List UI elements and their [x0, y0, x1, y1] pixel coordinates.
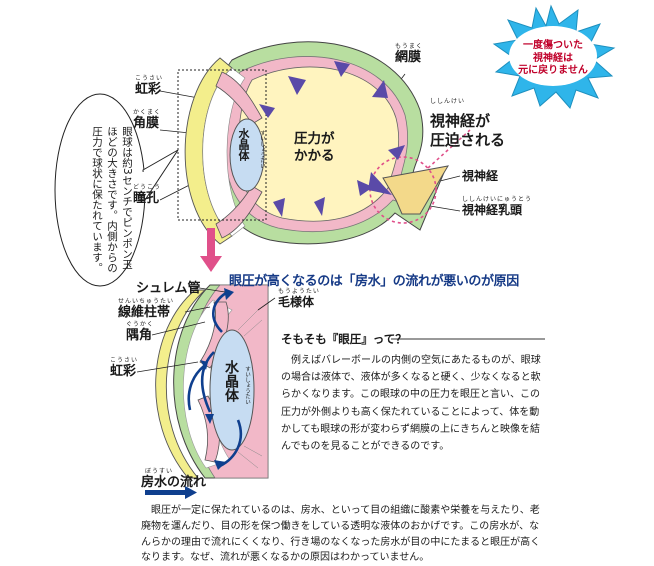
label-mouyoutai: もうようたい 毛様体: [278, 288, 320, 309]
ruby-suishoutai-top: すいしょうたい: [259, 130, 265, 169]
badge-line3: 元に戻りません: [518, 65, 588, 76]
ruby-kosai-bottom: こうさい: [110, 357, 139, 364]
label-doukou: どうこう 瞳孔: [133, 184, 162, 206]
ruby-optic-pressed: ししんけい: [430, 98, 466, 105]
text-kosai-bottom: 虹彩: [110, 364, 137, 379]
section-title: そもそも『眼圧』って？: [281, 332, 407, 346]
text-optic-pressed-2: 圧迫される: [430, 131, 506, 149]
text-mouyoutai: 毛様体: [278, 295, 315, 309]
label-optic-nerve: 視神経: [462, 169, 499, 183]
cause-heading: 眼圧が高くなるのは「房水」の流れが悪いのが原因: [229, 274, 519, 289]
label-aqueous-flow: ぼうすい 房水の流れ: [141, 468, 207, 490]
ruby-suishoutai-bottom: すいしょうたい: [244, 366, 250, 405]
badge-message: 一度傷ついた 視神経は 元に戻りません: [512, 40, 594, 78]
ruby-kosai-top: こうさい: [135, 75, 164, 82]
text-aqueous-flow: 房水の流れ: [141, 475, 207, 490]
ruby-kakumaku: かくまく: [133, 109, 162, 116]
ruby-moumaku: もうまく: [395, 43, 423, 50]
section-body: 例えばバレーボールの内側の空気にあたるものが、眼球の場合は液体で、液体が多くなる…: [281, 355, 541, 453]
text-optic-pressed-1: 視神経が: [430, 112, 491, 130]
anterior-angle-detail: [136, 284, 276, 479]
label-suishoutai-bottom: 水晶体: [223, 360, 239, 402]
label-trabecular: せんいちゅうたい 線維柱帯: [118, 298, 175, 320]
label-moumaku: もうまく 網膜: [395, 43, 423, 65]
badge-line2: 視神経は: [533, 52, 573, 64]
label-optic-disc: ししんけいにゅうとう 視神経乳頭: [462, 196, 533, 217]
label-guukaku: ぐうかく 隅角: [126, 321, 154, 343]
text-kakumaku: 角膜: [133, 116, 160, 131]
text-optic-disc: 視神経乳頭: [462, 203, 523, 217]
ruby-trabecular: せんいちゅうたい: [118, 298, 175, 305]
footer-paragraph: 眼圧が一定に保たれているのは、房水、といって目の組織に酸素や栄養を与えたり、老廃…: [141, 505, 541, 564]
text-guukaku: 隅角: [126, 328, 153, 343]
label-kosai-top: こうさい 虹彩: [135, 75, 164, 97]
note-bubble-text: 眼球は約3センチでピンポン玉ほどの大きさです。内側からの圧力で球状に保たれていま…: [91, 126, 133, 273]
ruby-optic-disc: ししんけいにゅうとう: [462, 196, 533, 203]
text-doukou: 瞳孔: [133, 191, 160, 206]
ruby-mouyoutai: もうようたい: [278, 288, 320, 295]
badge-line1: 一度傷ついた: [523, 40, 583, 51]
label-suishoutai-top: 水晶体: [237, 128, 250, 161]
text-suishoutai-top: 水晶体: [237, 128, 250, 161]
text-kosai-top: 虹彩: [135, 82, 162, 97]
ruby-aqueous-flow: ぼうすい: [145, 468, 174, 475]
label-kakumaku: かくまく 角膜: [133, 109, 162, 131]
text-pressure-1: 圧力が: [294, 131, 335, 147]
label-schlemm-canal: シュレム管: [136, 281, 201, 296]
label-optic-pressed: ししんけい 視神経が 圧迫される: [430, 92, 505, 150]
ruby-guukaku: ぐうかく: [126, 321, 154, 328]
text-trabecular: 線維柱帯: [118, 305, 171, 320]
label-kosai-bottom: こうさい 虹彩: [110, 357, 139, 379]
text-moumaku: 網膜: [395, 50, 422, 65]
label-pressure: 圧力が かかる: [294, 131, 335, 165]
ruby-doukou: どうこう: [133, 184, 162, 191]
text-pressure-2: かかる: [294, 148, 335, 164]
